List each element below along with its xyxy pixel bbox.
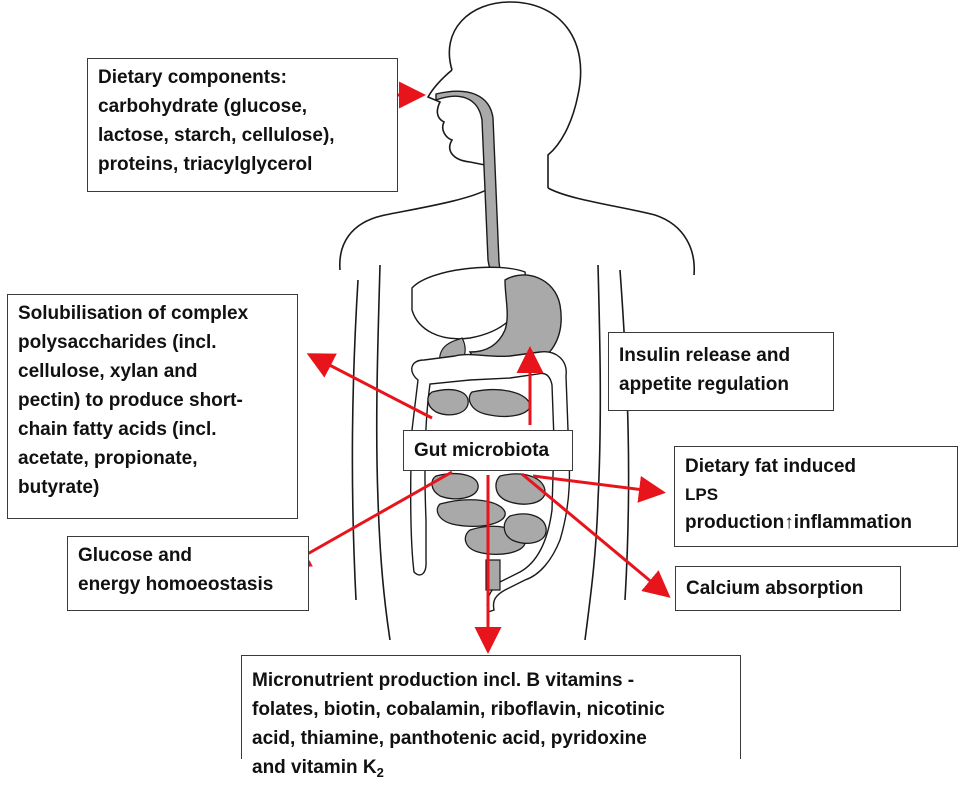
solub-line-2: polysaccharides (incl. [18, 328, 287, 357]
micro-line-4-text: and vitamin K [252, 757, 377, 778]
arrow-to-glucose [288, 472, 452, 565]
dietary-components-box: Dietary components: carbohydrate (glucos… [87, 58, 398, 192]
dietary-fat-box: Dietary fat induced LPS production↑infla… [674, 446, 958, 547]
glucose-line-1: Glucose and [78, 541, 298, 570]
insulin-box: Insulin release and appetite regulation [608, 332, 834, 411]
dietary-line-3: lactose, starch, cellulose), [98, 121, 387, 150]
micro-line-3: acid, thiamine, panthotenic acid, pyrido… [252, 724, 730, 753]
insulin-line-2: appetite regulation [619, 370, 823, 399]
solubilisation-box: Solubilisation of complex polysaccharide… [7, 294, 298, 519]
solub-line-1: Solubilisation of complex [18, 299, 287, 328]
micro-line-2: folates, biotin, cobalamin, riboflavin, … [252, 695, 730, 724]
micro-subscript: 2 [377, 765, 384, 780]
micronutrient-box: Micronutrient production incl. B vitamin… [241, 655, 741, 759]
dietary-line-2: carbohydrate (glucose, [98, 92, 387, 121]
solub-line-4: pectin) to produce short- [18, 386, 287, 415]
calcium-label: Calcium absorption [686, 574, 890, 603]
calcium-box: Calcium absorption [675, 566, 901, 611]
solub-line-6: acetate, propionate, [18, 444, 287, 473]
glucose-line-2: energy homoeostasis [78, 570, 298, 599]
gut-microbiota-label: Gut microbiota [414, 436, 562, 465]
glucose-box: Glucose and energy homoeostasis [67, 536, 309, 611]
gut-microbiota-box: Gut microbiota [403, 430, 573, 471]
dietary-line-4: proteins, triacylglycerol [98, 150, 387, 179]
esophagus [436, 91, 520, 286]
micro-line-4: and vitamin K2 [252, 753, 730, 787]
micro-line-1: Micronutrient production incl. B vitamin… [252, 666, 730, 695]
solub-line-5: chain fatty acids (incl. [18, 415, 287, 444]
solub-line-3: cellulose, xylan and [18, 357, 287, 386]
fat-line-1: Dietary fat induced [685, 453, 947, 481]
solub-line-7: butyrate) [18, 473, 287, 502]
fat-line-3: production↑inflammation [685, 509, 947, 537]
fat-line-2: LPS [685, 481, 947, 509]
insulin-line-1: Insulin release and [619, 341, 823, 370]
dietary-line-1: Dietary components: [98, 63, 387, 92]
